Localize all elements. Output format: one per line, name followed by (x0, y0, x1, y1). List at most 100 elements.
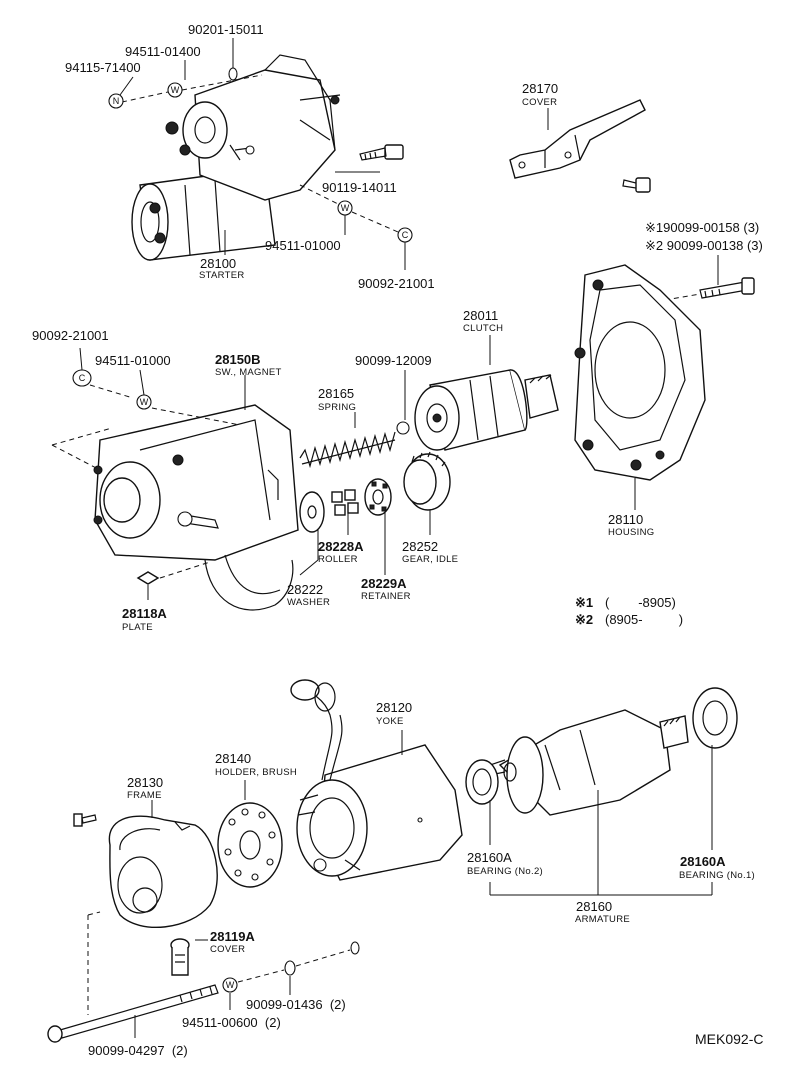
labels: 90201-15011 94511-01400 94115-71400 2817… (32, 22, 763, 1058)
through-bolt-drawing (47, 911, 219, 1043)
bolt-90119 (359, 144, 404, 161)
svg-text:W: W (140, 397, 149, 407)
cover-28170-drawing (509, 99, 646, 179)
part-number-label: 94115-71400 (65, 60, 141, 75)
part-number-label: 28228A (318, 539, 364, 554)
part-number-label: 28252 (402, 539, 438, 554)
part-name-label: HOLDER, BRUSH (215, 767, 297, 778)
frame-28130-drawing (73, 800, 218, 928)
part-name-label: BEARING (No.1) (679, 870, 755, 881)
svg-text:C: C (79, 373, 86, 383)
part-number-label: 94511-01000 (95, 353, 171, 368)
leaders-section-2 (51, 335, 636, 600)
part-name-label: ROLLER (318, 554, 358, 565)
part-number-label: 28165 (318, 386, 354, 401)
part-name-label: ARMATURE (575, 914, 630, 925)
cover-28119A-drawing (170, 938, 208, 976)
part-number-label: 90099-04297 (2) (88, 1043, 188, 1058)
housing-bolt-drawing (664, 255, 755, 301)
svg-text:W: W (226, 980, 235, 990)
part-number-label: 28150B (215, 352, 261, 367)
armature-bracket-lines (489, 882, 713, 896)
part-number-label: ※190099-00158 (3) (645, 220, 759, 235)
part-name-label: BEARING (No.2) (467, 866, 543, 877)
svg-text:W: W (341, 203, 350, 213)
part-number-label: 28011 (463, 308, 498, 323)
part-number-label: 90119-14011 (322, 180, 397, 195)
legend-range-1: ( -8905) (605, 595, 676, 610)
washer-symbol: W (136, 394, 152, 410)
washer-symbol: W (337, 200, 353, 216)
part-name-label: PLATE (122, 622, 153, 633)
part-number-label: 94511-01000 (265, 238, 341, 253)
part-name-label: RETAINER (361, 591, 411, 602)
armature-28160-drawing (489, 709, 689, 895)
washer-symbol: W (222, 977, 238, 993)
fasteners-section-2: C W (72, 369, 410, 585)
part-name-label: CLUTCH (463, 323, 503, 334)
clutch-28011-drawing (414, 369, 559, 451)
part-number-label: 28229A (361, 576, 407, 591)
part-number-label: 28118A (122, 606, 167, 621)
part-number-label: 28110 (608, 512, 643, 527)
part-number-label: 90092-21001 (358, 276, 435, 291)
seal-symbol (228, 67, 238, 81)
part-number-label: 90099-01436 (2) (246, 997, 346, 1012)
brush-holder-28140-drawing (217, 780, 283, 888)
part-number-label: 28170 (522, 81, 558, 96)
part-number-label: 94511-01400 (125, 44, 201, 59)
gear-28252-drawing (403, 451, 451, 511)
part-number-label: 28222 (287, 582, 323, 597)
bearing-no1-drawing (692, 687, 738, 850)
retainer-28229A-drawing (364, 478, 392, 516)
part-number-label: 28160A (467, 850, 512, 865)
bearing-no2-drawing (465, 759, 499, 845)
washer-symbol: W (167, 82, 183, 98)
fasteners-section-1: N W W C (108, 67, 413, 243)
part-name-label: HOUSING (608, 527, 654, 538)
nut-symbol: N (108, 93, 124, 109)
part-name-label: COVER (522, 97, 557, 108)
svg-text:N: N (113, 96, 120, 106)
date-range-legend: ※1 ( -8905) ※2 (8905- ) (575, 595, 683, 627)
magnet-switch-drawing (93, 404, 299, 611)
part-name-label: COVER (210, 944, 245, 955)
part-name-label: GEAR, IDLE (402, 554, 458, 565)
legend-mark-2: ※2 (575, 612, 593, 627)
part-number-label: 28119A (210, 929, 255, 944)
roller-28228A-drawing (331, 489, 359, 516)
legend-mark-1: ※1 (575, 595, 593, 610)
screw-small-drawing (622, 177, 651, 193)
ball-90099 (396, 421, 410, 435)
svg-text:W: W (171, 85, 180, 95)
part-name-label: STARTER (199, 270, 245, 281)
washer-28222-drawing (299, 491, 325, 533)
part-number-label: 28160 (576, 899, 612, 914)
part-name-label: FRAME (127, 790, 162, 801)
part-number-label: 28100 (200, 256, 236, 271)
part-name-label: WASHER (287, 597, 330, 608)
gasket-symbol: C (72, 369, 92, 387)
part-number-label: ※2 90099-00138 (3) (645, 238, 763, 253)
part-number-label: 90099-12009 (355, 353, 432, 368)
plate-28118A (136, 571, 160, 585)
part-name-label: YOKE (376, 716, 404, 727)
part-number-label: 28160A (680, 854, 726, 869)
part-number-label: 90092-21001 (32, 328, 109, 343)
legend-range-2: (8905- ) (605, 612, 683, 627)
spring-28165-drawing (299, 431, 396, 469)
part-number-label: 28120 (376, 700, 412, 715)
fasteners-section-3: W (222, 941, 360, 1010)
part-number-label: 94511-00600 (2) (182, 1015, 281, 1030)
yoke-28120-drawing (290, 679, 463, 881)
housing-28110-drawing (574, 264, 706, 481)
part-number-label: 28140 (215, 751, 251, 766)
svg-text:C: C (402, 230, 409, 240)
gasket-symbol: C (397, 227, 413, 243)
part-number-label: 90201-15011 (188, 22, 264, 37)
part-name-label: SW., MAGNET (215, 367, 282, 378)
part-number-label: 28130 (127, 775, 163, 790)
part-name-label: SPRING (318, 402, 356, 413)
starter-assembly-drawing (131, 54, 341, 261)
